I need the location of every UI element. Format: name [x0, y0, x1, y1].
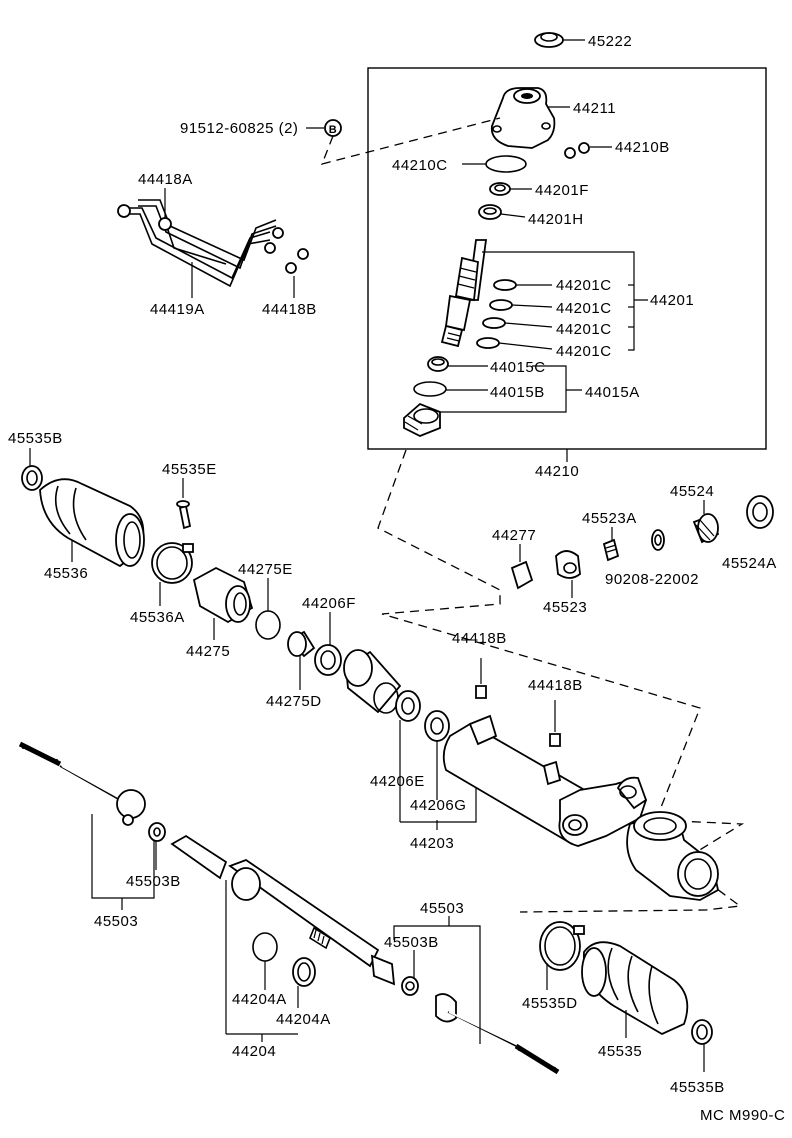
seal-44206F — [314, 612, 342, 676]
label-45535: 45535 — [598, 1043, 642, 1060]
dash-guide-upper — [377, 449, 745, 863]
label-44418A: 44418A — [138, 171, 193, 188]
label-44201: 44201 — [650, 292, 694, 309]
label-44418B-mid1: 44418B — [452, 630, 507, 647]
seal-44201F — [489, 182, 532, 196]
label-44015A: 44015A — [585, 384, 640, 401]
pressure-tubes-44419A — [117, 188, 284, 298]
label-91512: 91512-60825 (2) — [180, 120, 298, 137]
union-bolt-44418B-1 — [475, 658, 487, 699]
label-44419A: 44419A — [150, 301, 205, 318]
boot-45536 — [39, 478, 145, 568]
label-44204A-1: 44204A — [232, 991, 287, 1008]
washer-90208 — [651, 529, 665, 551]
tie-rod-end-right-45503 — [393, 916, 560, 1075]
ring-44015B — [413, 381, 488, 397]
label-44206E: 44206E — [370, 773, 425, 790]
seal-rings-44201C — [476, 279, 553, 350]
label-44275D: 44275D — [266, 693, 322, 710]
dash-guide-lower — [519, 871, 742, 913]
bolt-callout-91512: B — [306, 117, 501, 165]
label-44206G: 44206G — [410, 797, 466, 814]
label-45536A: 45536A — [130, 609, 185, 626]
clamp-45535B-right — [691, 1019, 713, 1072]
label-44201F: 44201F — [535, 182, 589, 199]
label-44206F: 44206F — [302, 595, 356, 612]
valve-housing-44211 — [490, 87, 570, 149]
label-45535B-bottom: 45535B — [670, 1079, 725, 1096]
label-44204A-2: 44204A — [276, 1011, 331, 1028]
tie-rod-end-left-45503 — [18, 741, 155, 910]
label-44201C-2: 44201C — [556, 300, 612, 317]
control-valve-shaft-44201 — [440, 239, 488, 348]
label-44204: 44204 — [232, 1043, 276, 1060]
label-45523A: 45523A — [582, 510, 637, 527]
label-44211: 44211 — [573, 100, 616, 117]
stopper-45523 — [555, 550, 581, 598]
label-44201C-4: 44201C — [556, 343, 612, 360]
label-45535E: 45535E — [162, 461, 217, 478]
spring-45523A — [602, 527, 620, 562]
label-44015C: 44015C — [490, 359, 546, 376]
bearing-44015C — [427, 356, 488, 372]
label-45524: 45524 — [670, 483, 714, 500]
label-45535D: 45535D — [522, 995, 578, 1012]
label-44210B: 44210B — [615, 139, 670, 156]
seals-44206E-44206G — [395, 690, 477, 830]
nuts-44210B — [564, 142, 612, 159]
bracket-44015A — [430, 365, 582, 413]
label-44201C-3: 44201C — [556, 321, 612, 338]
rack-housing-44203 — [442, 714, 720, 901]
bushing-44275 — [192, 566, 254, 640]
sleeve-cylinder — [343, 649, 402, 714]
label-45536: 45536 — [44, 565, 88, 582]
label-44203: 44203 — [410, 835, 454, 852]
bolt-45535E — [176, 478, 192, 530]
footer-code: MC M990-C — [700, 1107, 785, 1124]
seal-44015A — [403, 402, 441, 437]
union-bolt-44418B-2 — [549, 700, 561, 747]
label-90208: 90208-22002 — [605, 571, 699, 588]
label-44418B-top: 44418B — [262, 301, 317, 318]
label-44275E: 44275E — [238, 561, 293, 578]
label-44210C: 44210C — [392, 157, 448, 174]
label-44210: 44210 — [535, 463, 579, 480]
plug-44277 — [510, 544, 534, 590]
clamp-45535D — [539, 921, 585, 990]
ring-44275E — [255, 578, 281, 640]
seals-44204A — [252, 932, 316, 1008]
label-44277: 44277 — [492, 527, 536, 544]
label-44418B-mid2: 44418B — [528, 677, 583, 694]
valve-assembly-frame — [367, 67, 767, 450]
washer-45503B-left — [148, 822, 166, 870]
label-45222: 45222 — [588, 33, 632, 50]
label-44201C-1: 44201C — [556, 277, 612, 294]
label-45523: 45523 — [543, 599, 587, 616]
label-45503B-left: 45503B — [126, 873, 181, 890]
label-45524A: 45524A — [722, 555, 777, 572]
label-45503B-right: 45503B — [384, 934, 439, 951]
label-45503-right: 45503 — [420, 900, 464, 917]
label-44275: 44275 — [186, 643, 230, 660]
rack-bar-44204 — [170, 834, 396, 1042]
boot-45535 — [581, 941, 689, 1038]
bushing-44275D — [287, 630, 316, 690]
label-44201H: 44201H — [528, 211, 584, 228]
clamp-45535B-left — [21, 448, 43, 491]
dust-cover-45222 — [534, 32, 585, 48]
bolt-circle-letter: B — [329, 124, 337, 136]
bearing-44201H — [478, 204, 526, 220]
bracket-44201 — [482, 251, 648, 351]
label-45535B-top: 45535B — [8, 430, 63, 447]
locknut-45524A — [746, 495, 774, 529]
label-44015B: 44015B — [490, 384, 545, 401]
label-45503-left: 45503 — [94, 913, 138, 930]
clamp-45536A — [151, 542, 194, 606]
union-bolts-44418B — [285, 248, 309, 298]
spring-cap-45524 — [692, 500, 720, 544]
o-ring-44210C — [462, 155, 527, 173]
